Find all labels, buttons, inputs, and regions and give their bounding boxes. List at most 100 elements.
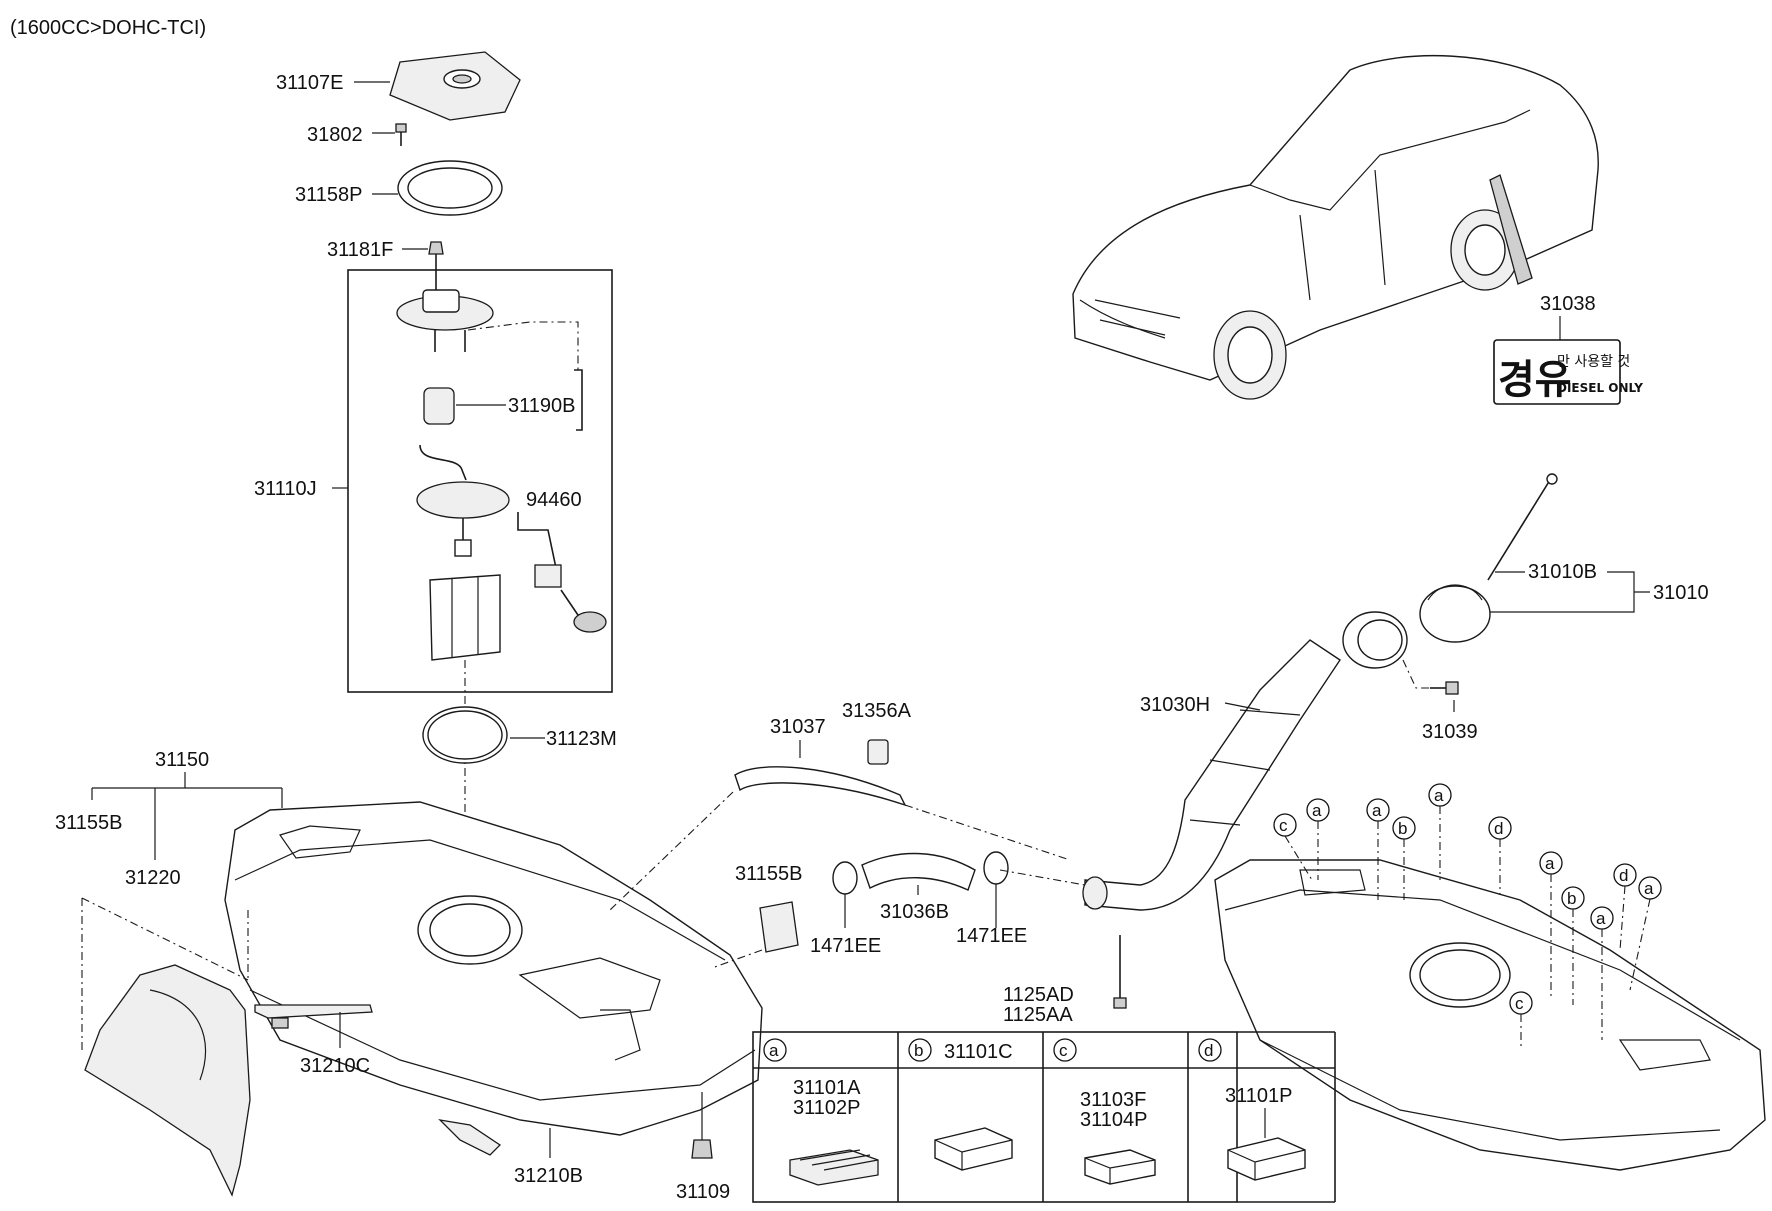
clamp-1471ee-right — [983, 851, 1009, 885]
legend-cell-c: c 31103F 31104P — [1053, 1038, 1156, 1185]
filter-cup — [416, 481, 510, 557]
strainer-housing — [429, 574, 501, 661]
label-1471ee-right: 1471EE — [956, 925, 1027, 947]
filler-neck-31030h — [1082, 611, 1408, 911]
cap-31181f — [428, 241, 444, 255]
callout-d1: d — [1488, 816, 1512, 895]
svg-text:a: a — [1312, 801, 1322, 820]
svg-text:a: a — [1644, 879, 1654, 898]
label-31107e: 31107E — [276, 72, 343, 94]
svg-text:d: d — [1619, 866, 1628, 885]
bracket-31210c — [254, 1004, 373, 1029]
label-31010: 31010 — [1653, 582, 1709, 604]
callout-d2: d — [1613, 863, 1637, 951]
tank-callouts: c a a b a d a b d a a c — [1273, 783, 1662, 1050]
label-1471ee-left: 1471EE — [810, 935, 881, 957]
svg-text:c: c — [1515, 994, 1524, 1013]
svg-text:d: d — [1494, 819, 1503, 838]
decal-english: DIESEL ONLY — [1557, 381, 1643, 395]
label-31220: 31220 — [125, 867, 181, 889]
label-31037: 31037 — [770, 716, 826, 738]
label-31010b: 31010B — [1528, 561, 1597, 583]
legend-cell-b: b 31101C — [908, 1038, 1013, 1171]
label-31155b-mid: 31155B — [735, 863, 802, 885]
label-31181f: 31181F — [327, 239, 393, 261]
label-31039: 31039 — [1422, 721, 1478, 743]
label-31110j: 31110J — [254, 478, 317, 500]
legend-d-pad-icon — [1227, 1031, 1336, 1203]
label-31155b-left: 31155B — [55, 812, 122, 834]
callout-a5: a — [1629, 876, 1662, 991]
pump-31190b — [423, 387, 455, 425]
fuel-tank-main — [224, 801, 763, 1136]
legend-d-part1: 31101P — [1225, 1085, 1292, 1107]
svg-text:b: b — [1398, 819, 1407, 838]
callout-c1: c — [1273, 813, 1313, 881]
svg-text:a: a — [1434, 786, 1444, 805]
label-1125aa: 1125AA — [1003, 1004, 1073, 1026]
legend-cell-d: d 31101P — [1198, 1038, 1292, 1107]
legend-c-part2: 31104P — [1080, 1109, 1147, 1131]
label-31356a: 31356A — [842, 700, 912, 722]
bracket-31210b — [438, 1119, 502, 1156]
decal-korean-big: 경유 — [1498, 357, 1572, 403]
label-31802: 31802 — [307, 124, 363, 146]
clamp-1471ee-left — [832, 861, 858, 895]
legend-a-part2: 31102P — [793, 1097, 860, 1119]
clip-31356a — [867, 739, 889, 765]
label-31150: 31150 — [155, 749, 209, 771]
gasket-31158p — [397, 160, 503, 216]
bolt-1125ad — [1113, 935, 1127, 1009]
o-ring-31123m — [422, 706, 508, 764]
heat-shield-31220 — [84, 964, 251, 1197]
svg-text:a: a — [1596, 909, 1606, 928]
fuel-tank-right — [1214, 859, 1766, 1171]
bolt-31802 — [395, 123, 407, 146]
label-31030h: 31030H — [1140, 694, 1210, 716]
svg-text:b: b — [1567, 889, 1576, 908]
decal-korean-small: 만 사용할 것 — [1557, 354, 1630, 370]
label-31123m: 31123M — [546, 728, 617, 750]
label-31210c: 31210C — [300, 1055, 370, 1077]
legend-a-part1: 31101A — [793, 1077, 861, 1099]
car-illustration — [1072, 54, 1599, 400]
fuel-cap-31010 — [1419, 473, 1558, 643]
plate-cover-31107e — [389, 51, 521, 121]
legend-c-part1: 31103F — [1080, 1089, 1146, 1111]
label-94460: 94460 — [526, 489, 582, 511]
nut-31109 — [691, 1092, 713, 1159]
label-1125ad: 1125AD — [1003, 984, 1074, 1006]
label-31190b: 31190B — [508, 395, 575, 417]
engine-spec-label: (1600CC>DOHC-TCI) — [10, 17, 206, 39]
screw-31039 — [1430, 681, 1459, 695]
legend-table: a 31101A 31102P b 31101C c 31103F 31104P… — [752, 1031, 1292, 1203]
callout-c2: c — [1509, 991, 1533, 1050]
valve-31155b — [759, 901, 799, 953]
svg-text:c: c — [1279, 816, 1288, 835]
legend-b-part1: 31101C — [944, 1041, 1013, 1063]
callout-b1: b — [1392, 816, 1416, 900]
sender-94460 — [517, 512, 607, 633]
pump-module-box-31110j — [347, 269, 613, 693]
label-31109: 31109 — [676, 1181, 730, 1203]
callout-a2: a — [1366, 798, 1390, 900]
svg-text:c: c — [1059, 1041, 1068, 1060]
label-31158p: 31158P — [295, 184, 362, 206]
svg-text:d: d — [1204, 1041, 1213, 1060]
vent-hose-31037 — [734, 766, 907, 807]
label-31210b: 31210B — [514, 1165, 583, 1187]
pump-flange — [396, 254, 494, 352]
callout-b2: b — [1561, 886, 1585, 1005]
callout-a4: a — [1539, 851, 1563, 1000]
svg-text:a: a — [769, 1041, 779, 1060]
hose-31036b — [861, 852, 976, 891]
callout-a3: a — [1428, 783, 1452, 880]
svg-text:a: a — [1372, 801, 1382, 820]
callout-a6: a — [1590, 906, 1614, 1040]
pointer-wedge — [1489, 174, 1533, 285]
callout-a1: a — [1306, 798, 1330, 880]
label-31038: 31038 — [1540, 293, 1596, 315]
diesel-decal-31038: 경유 만 사용할 것 DIESEL ONLY — [1493, 339, 1643, 405]
svg-text:a: a — [1545, 854, 1555, 873]
